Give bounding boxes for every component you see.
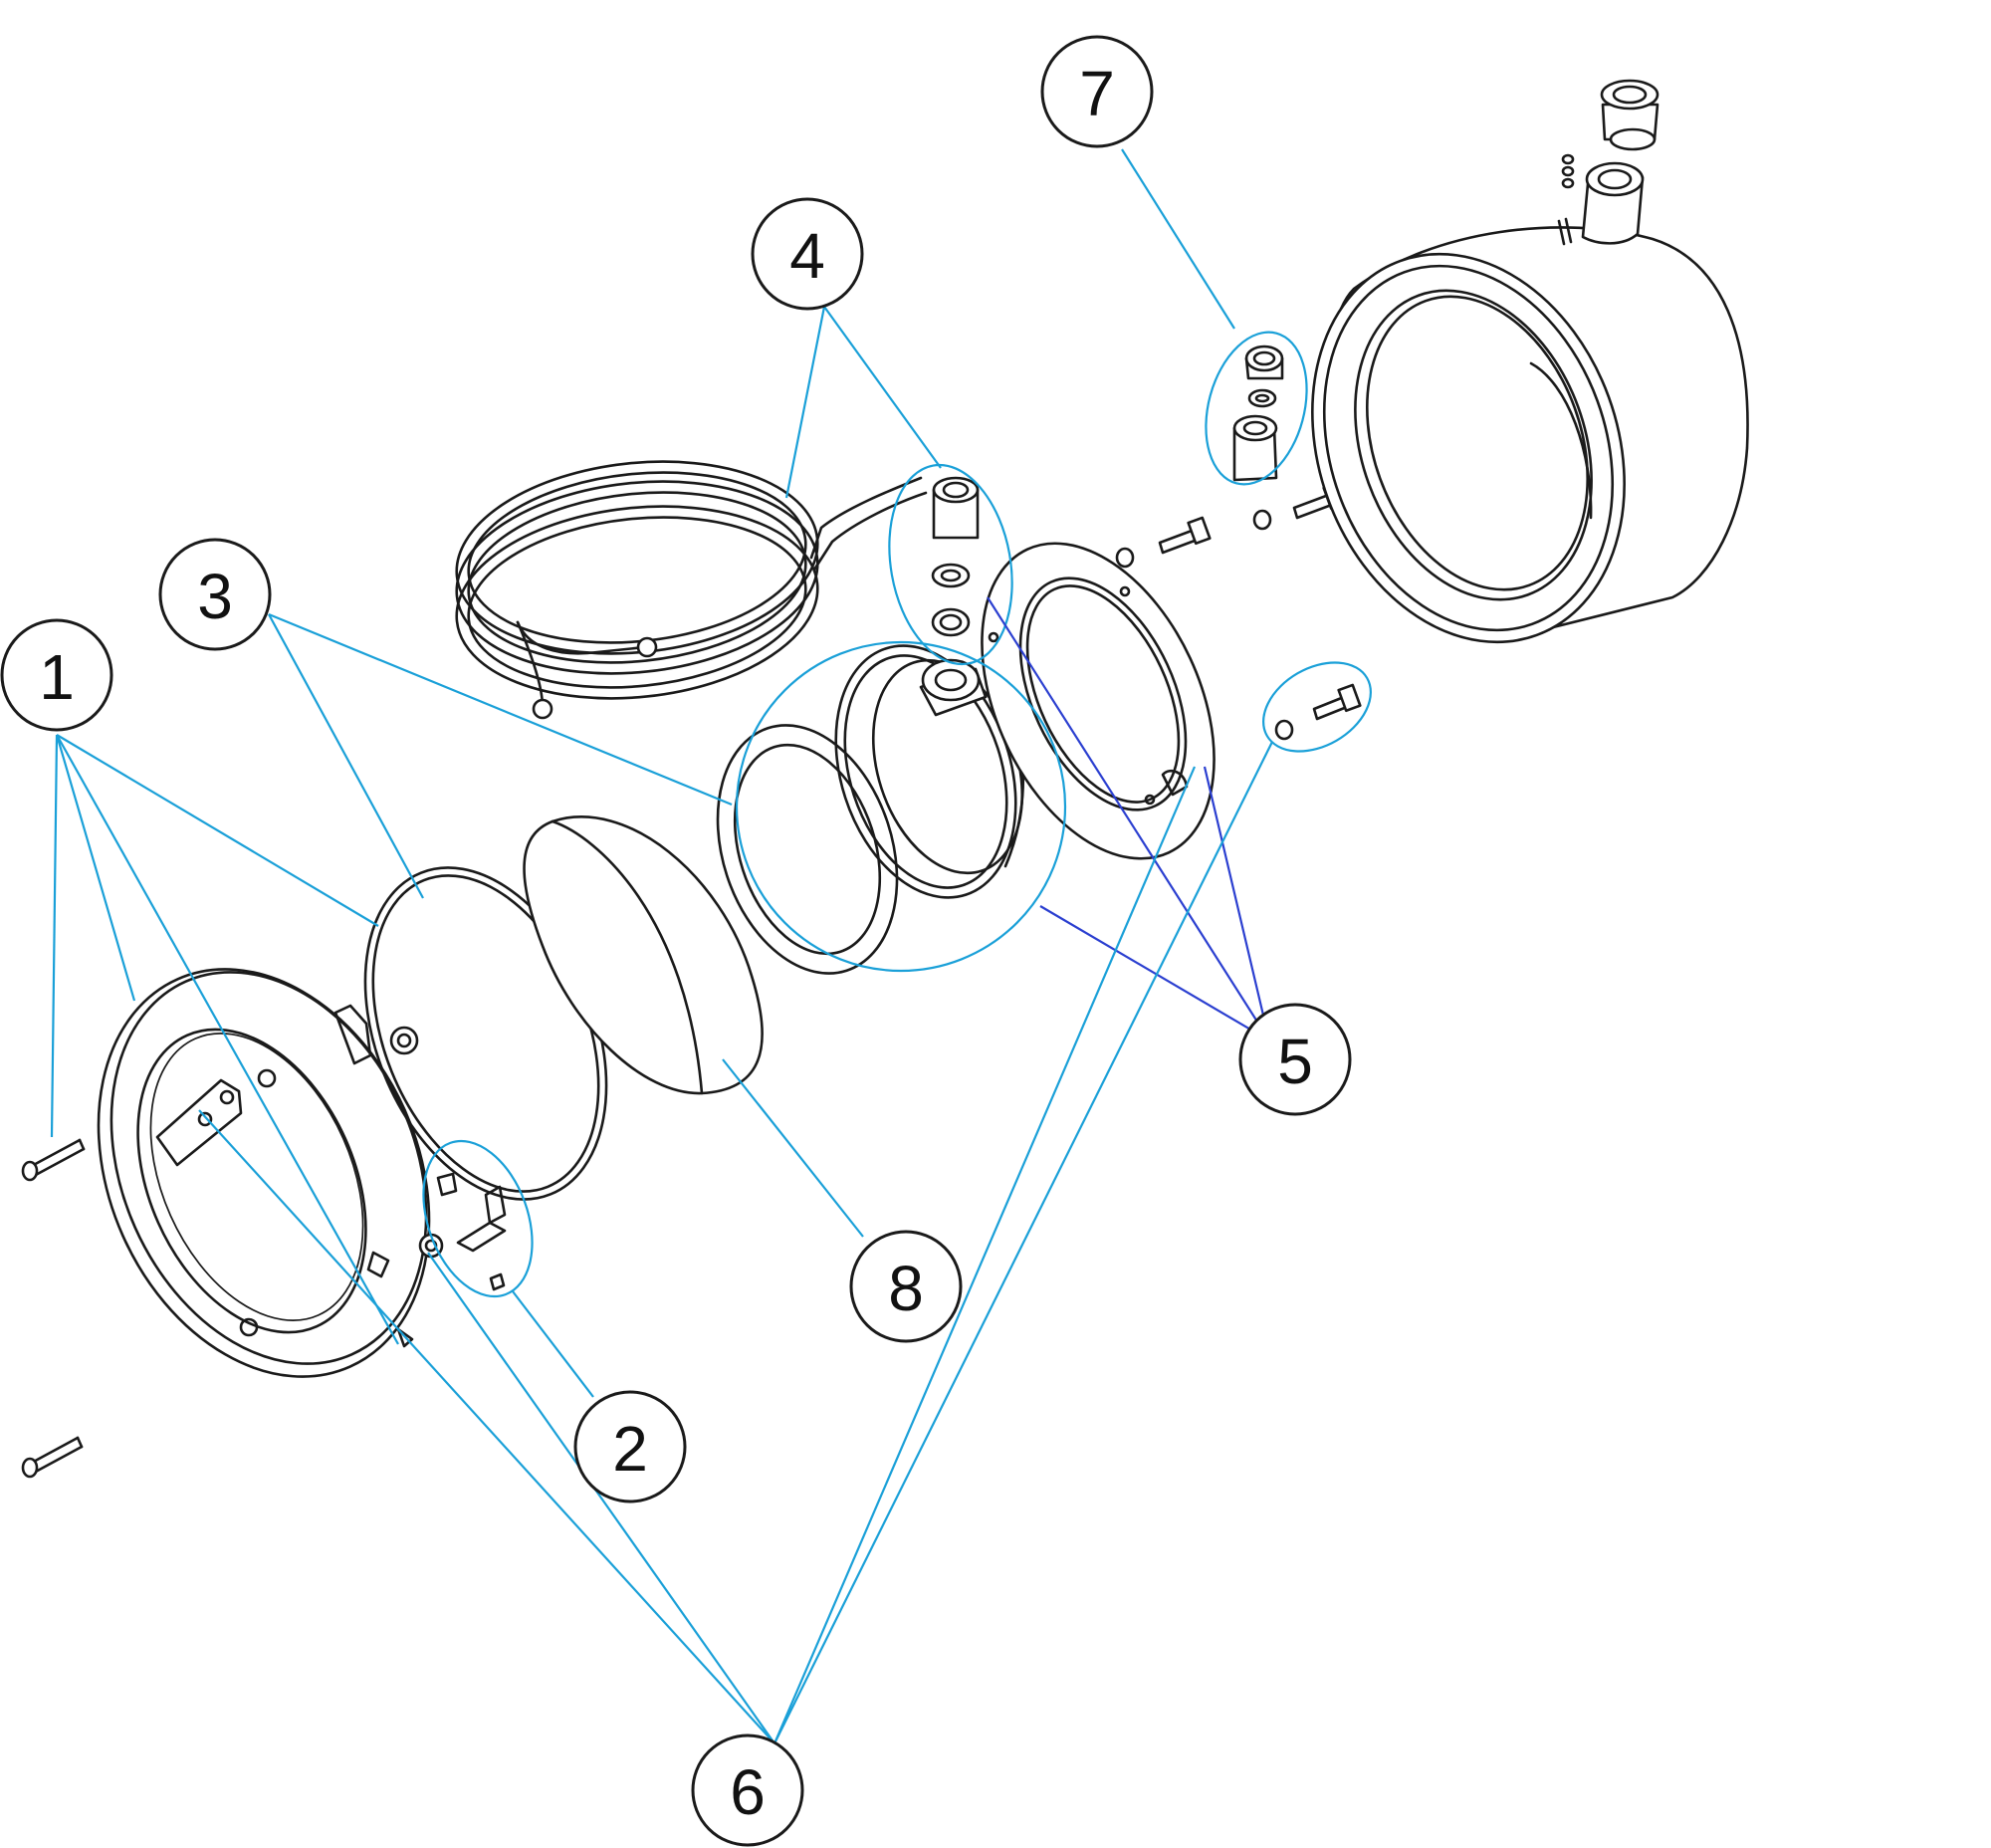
long-screw-top xyxy=(21,1138,86,1182)
callout-7-label: 7 xyxy=(1079,58,1115,129)
mounting-plate xyxy=(981,542,1216,860)
callout-4: 4 xyxy=(751,197,864,311)
top-gland-nut xyxy=(1600,79,1659,151)
flat-seal-ring xyxy=(716,724,899,975)
callout-2: 2 xyxy=(573,1390,687,1503)
callout-7: 7 xyxy=(1040,35,1154,148)
callout-1: 1 xyxy=(0,618,113,732)
callout-6: 6 xyxy=(691,1733,804,1847)
small-bracket-kit xyxy=(418,1172,507,1291)
long-screw-bottom xyxy=(21,1436,84,1479)
rear-housing xyxy=(1311,153,1749,644)
bolt-set-middle xyxy=(1115,481,1362,741)
callout-3-label: 3 xyxy=(197,561,233,632)
cable-gland-kit xyxy=(931,476,980,637)
callout-4-label: 4 xyxy=(789,220,825,292)
lens-dome xyxy=(523,815,764,1095)
cable-coil xyxy=(455,460,928,720)
callout-2-label: 2 xyxy=(612,1413,648,1485)
callout-1-label: 1 xyxy=(39,641,75,713)
pipe-gland-kit xyxy=(1232,345,1284,482)
callout-5: 5 xyxy=(1238,1003,1352,1116)
callout-6-label: 6 xyxy=(730,1756,766,1828)
leader-lines xyxy=(50,148,1372,1744)
callout-8: 8 xyxy=(849,1230,963,1343)
callout-5-label: 5 xyxy=(1277,1026,1313,1097)
callout-3: 3 xyxy=(158,538,272,651)
callout-8-label: 8 xyxy=(888,1253,924,1324)
front-trim-ring xyxy=(97,968,431,1378)
